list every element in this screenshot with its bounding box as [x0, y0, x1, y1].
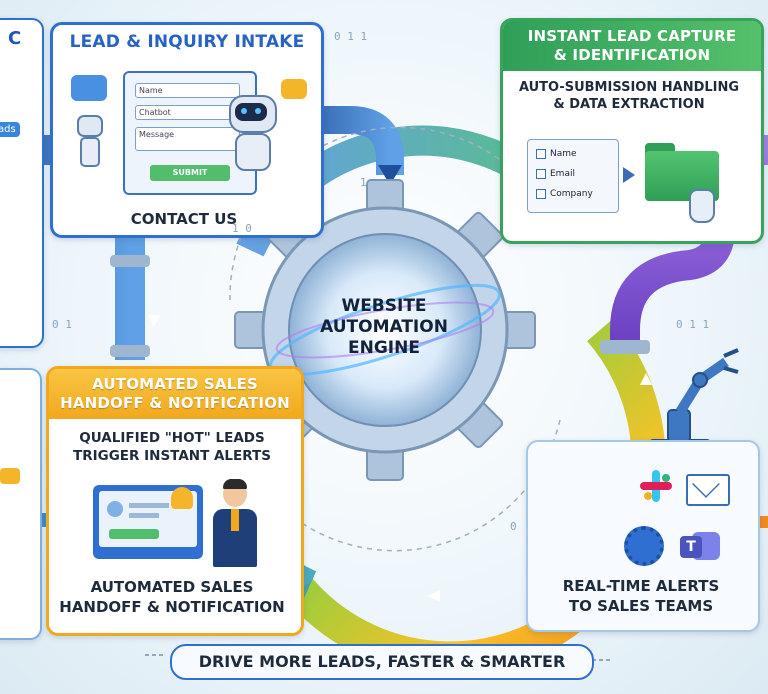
chat-bubble-icon: [0, 468, 20, 484]
binary-decor: 0 1 1: [334, 30, 367, 43]
left-partial-chip: ads: [0, 122, 20, 137]
engine-label-line1: WEBSITE: [300, 296, 468, 317]
panel-lead-capture: INSTANT LEAD CAPTURE & IDENTIFICATION AU…: [500, 18, 764, 244]
engine-label: WEBSITE AUTOMATION ENGINE: [300, 296, 468, 359]
handoff-subtitle-line2: TRIGGER INSTANT ALERTS: [49, 447, 295, 465]
handoff-title-line2: HANDOFF & NOTIFICATION: [55, 394, 295, 413]
binary-decor: 0 1: [52, 318, 72, 331]
alerts-caption-line2: TO SALES TEAMS: [528, 596, 754, 616]
submit-button[interactable]: SUBMIT: [150, 165, 230, 181]
engine-label-line3: ENGINE: [300, 338, 468, 359]
pointer-hand-icon: [689, 189, 715, 223]
handoff-caption-line2: HANDOFF & NOTIFICATION: [49, 597, 295, 617]
panel-sales-handoff: AUTOMATED SALES HANDOFF & NOTIFICATION Q…: [46, 366, 304, 636]
engine-label-line2: AUTOMATION: [300, 317, 468, 338]
alerts-caption: REAL-TIME ALERTS TO SALES TEAMS: [528, 576, 754, 616]
robot-icon: [223, 95, 279, 185]
handoff-subtitle: QUALIFIED "HOT" LEADS TRIGGER INSTANT AL…: [49, 429, 295, 465]
checklist-item-name: Name: [550, 149, 577, 159]
left-partial-panel-top: C ads: [0, 18, 44, 348]
handoff-subtitle-line1: QUALIFIED "HOT" LEADS: [49, 429, 295, 447]
arrow-right-icon: [623, 167, 635, 183]
capture-subtitle: AUTO-SUBMISSION HANDLING & DATA EXTRACTI…: [503, 79, 755, 113]
slack-icon: [640, 470, 672, 502]
handoff-title-line1: AUTOMATED SALES: [55, 375, 295, 394]
panel-lead-intake-title: LEAD & INQUIRY INTAKE: [53, 25, 321, 59]
avatar: [107, 501, 123, 517]
teams-icon: T: [680, 528, 720, 564]
checklist-item-email: Email: [550, 169, 575, 179]
phone-gear-icon: [624, 526, 664, 566]
bell-icon: [171, 487, 193, 509]
left-partial-panel-bottom: [0, 368, 42, 640]
robot-icon: [73, 115, 103, 177]
binary-decor: 0 1 1: [676, 318, 709, 331]
mail-icon: [686, 474, 730, 506]
handoff-caption-line1: AUTOMATED SALES: [49, 577, 295, 597]
binary-decor: 1 0: [232, 222, 252, 235]
panel-sales-handoff-title: AUTOMATED SALES HANDOFF & NOTIFICATION: [49, 369, 301, 419]
capture-title-line2: & IDENTIFICATION: [509, 46, 755, 65]
left-partial-title: C: [8, 28, 21, 49]
chat-bubble-icon: [71, 75, 107, 101]
capture-subtitle-line1: AUTO-SUBMISSION HANDLING: [503, 79, 755, 96]
presenter-icon: [207, 481, 265, 567]
tagline-banner: DRIVE MORE LEADS, FASTER & SMARTER: [170, 644, 594, 680]
chat-bubble-icon: [281, 79, 307, 99]
panel-real-time-alerts: T REAL-TIME ALERTS TO SALES TEAMS: [526, 440, 760, 632]
binary-decor: 0: [510, 520, 517, 533]
binary-decor: 1: [360, 176, 367, 189]
alerts-caption-line1: REAL-TIME ALERTS: [528, 576, 754, 596]
panel-lead-capture-title: INSTANT LEAD CAPTURE & IDENTIFICATION: [503, 21, 761, 71]
checklist-item-company: Company: [550, 189, 593, 199]
handoff-caption: AUTOMATED SALES HANDOFF & NOTIFICATION: [49, 577, 295, 617]
contact-us-caption: CONTACT US: [53, 209, 315, 230]
panel-lead-intake: LEAD & INQUIRY INTAKE Name Chatbot Messa…: [50, 22, 324, 238]
capture-subtitle-line2: & DATA EXTRACTION: [503, 96, 755, 113]
capture-title-line1: INSTANT LEAD CAPTURE: [509, 27, 755, 46]
extraction-checklist: Name Email Company: [527, 139, 619, 213]
